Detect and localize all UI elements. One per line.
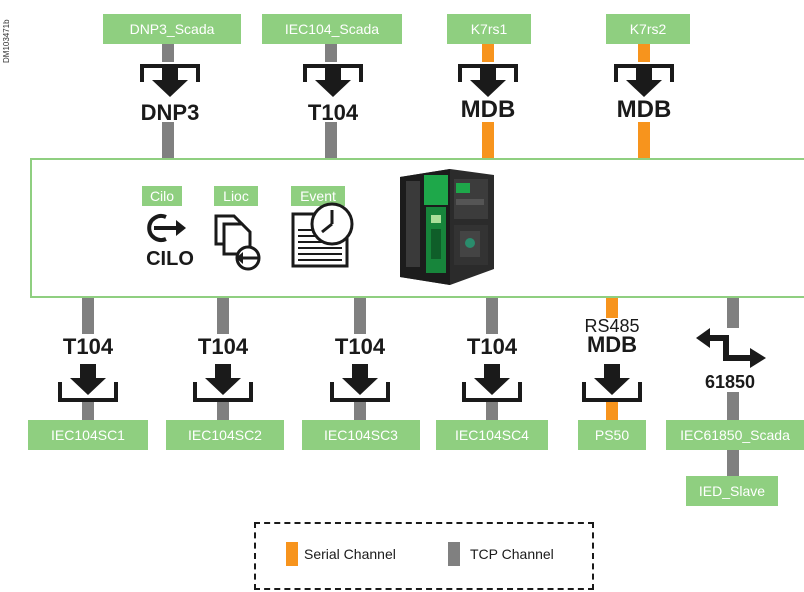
legend: Serial Channel TCP Channel — [254, 522, 594, 590]
link-ps50-box — [606, 400, 618, 420]
protocol-label-61850: 61850 — [704, 372, 756, 392]
channel-down-icon — [458, 60, 518, 105]
link-iec104sc2 — [217, 298, 229, 334]
protocol-label-t104: T104 — [466, 334, 518, 359]
link-iec104sc4 — [486, 298, 498, 334]
channel-box-iec104sc2: IEC104SC2 — [166, 420, 284, 450]
protocol-label-rs485: RS485 — [584, 316, 640, 336]
link-k7rs2 — [638, 44, 650, 62]
protocol-label-t104: T104 — [307, 100, 359, 125]
link-dnp3-scada-controller — [162, 122, 174, 158]
protocol-label-t104: T104 — [334, 334, 386, 359]
protocol-label-mdb: MDB — [460, 96, 516, 123]
bidirectional-arrow-icon — [694, 328, 768, 375]
link-iec104sc2-box — [217, 400, 229, 420]
protocol-label-t104: T104 — [62, 334, 114, 359]
legend-swatch-serial — [286, 542, 298, 566]
channel-down-icon — [330, 362, 390, 407]
channel-box-iec104sc4: IEC104SC4 — [436, 420, 548, 450]
channel-box-iec104-scada: IEC104_Scada — [262, 14, 402, 44]
link-k7rs1-controller — [482, 122, 494, 158]
link-ps50 — [606, 298, 618, 318]
channel-down-icon — [140, 60, 200, 105]
cilo-icon — [140, 208, 190, 253]
channel-box-iec104sc1: IEC104SC1 — [28, 420, 148, 450]
channel-down-icon — [303, 60, 363, 105]
function-label-lioc: Lioc — [214, 186, 258, 206]
link-iec104-scada-controller — [325, 122, 337, 158]
channel-box-ps50: PS50 — [578, 420, 646, 450]
channel-down-icon — [614, 60, 674, 105]
link-k7rs2-controller — [638, 122, 650, 158]
function-label-cilo: Cilo — [142, 186, 182, 206]
link-iec104sc1 — [82, 298, 94, 334]
lioc-icon — [212, 208, 272, 277]
protocol-label-mdb: MDB — [586, 332, 638, 357]
channel-down-icon — [58, 362, 118, 407]
link-k7rs1 — [482, 44, 494, 62]
link-iec104sc3 — [354, 298, 366, 334]
channel-down-icon — [582, 362, 642, 407]
protocol-label-mdb: MDB — [616, 96, 672, 123]
function-caption-cilo: CILO — [146, 248, 194, 270]
channel-box-dnp3-scada: DNP3_Scada — [103, 14, 241, 44]
channel-box-k7rs1: K7rs1 — [447, 14, 531, 44]
link-iec104sc1-box — [82, 400, 94, 420]
channel-box-k7rs2: K7rs2 — [606, 14, 690, 44]
link-iec104sc3-box — [354, 400, 366, 420]
event-clock-icon — [290, 186, 356, 277]
legend-label-tcp: TCP Channel — [470, 546, 554, 562]
link-iec61850-scada-box — [727, 392, 739, 420]
link-iec61850-scada — [727, 298, 739, 328]
legend-swatch-tcp — [448, 542, 460, 566]
channel-box-ied-slave: IED_Slave — [686, 476, 778, 506]
channel-down-icon — [193, 362, 253, 407]
protocol-label-dnp3: DNP3 — [140, 100, 200, 125]
link-iec104-scada — [325, 44, 337, 62]
link-ied-slave — [727, 450, 739, 476]
document-reference: DM103471b — [2, 19, 11, 63]
channel-down-icon — [462, 362, 522, 407]
protocol-label-t104: T104 — [197, 334, 249, 359]
controller-device-image — [394, 165, 498, 292]
link-iec104sc4-box — [486, 400, 498, 420]
legend-label-serial: Serial Channel — [304, 546, 396, 562]
channel-box-iec104sc3: IEC104SC3 — [302, 420, 420, 450]
link-dnp3-scada — [162, 44, 174, 62]
function-label-event: Event — [291, 186, 345, 206]
channel-box-iec61850-scada: IEC61850_Scada — [666, 420, 804, 450]
